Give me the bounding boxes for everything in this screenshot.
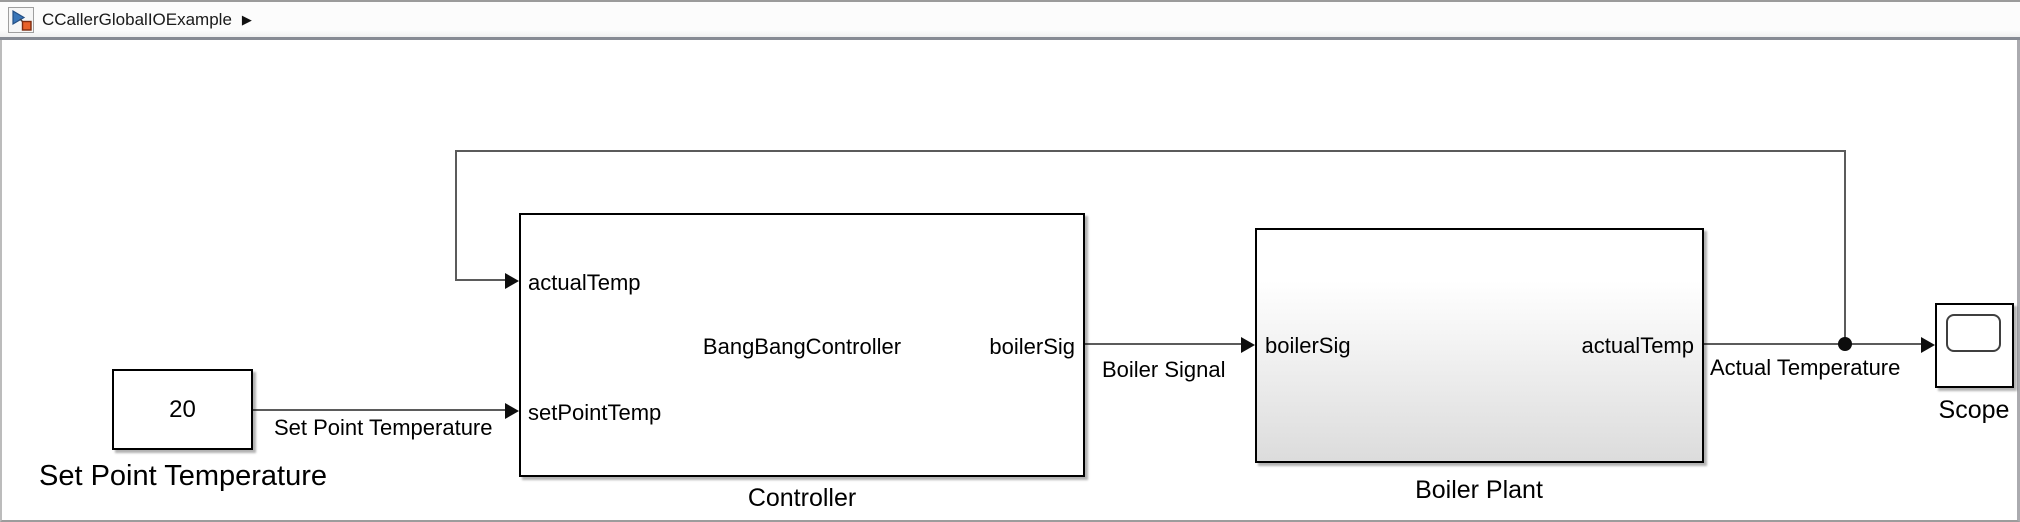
wire-actual-temperature[interactable] [1702,343,1921,345]
signal-label-boiler-signal: Boiler Signal [1102,357,1226,382]
simulink-model-icon [8,6,34,33]
scope-screen-icon [1946,314,2001,352]
controller-block[interactable]: actualTemp setPointTemp BangBangControll… [519,213,1085,477]
arrowhead-setpoint-in [505,403,519,419]
breadcrumb-bar: CCallerGlobalIOExample ▶ [0,0,2020,40]
constant-block[interactable]: 20 [112,369,253,450]
constant-block-name: Set Point Temperature [38,460,328,492]
signal-label-set-point: Set Point Temperature [274,415,493,440]
constant-value: 20 [169,395,196,423]
boiler-port-boilersig: boilerSig [1265,333,1351,358]
boiler-port-actualtemp: actualTemp [1581,333,1694,358]
wire-feedback-top[interactable] [455,150,1846,152]
controller-port-setpointtemp: setPointTemp [528,400,662,425]
controller-port-actualtemp: actualTemp [528,270,641,295]
signal-label-actual-temperature: Actual Temperature [1710,355,1901,380]
controller-port-boilersig: boilerSig [989,334,1075,359]
model-canvas[interactable]: Set Point Temperature Boiler Signal Actu… [0,40,2020,522]
boiler-plant-block-name: Boiler Plant [1415,476,1543,504]
wire-feedback-left[interactable] [455,150,457,281]
arrowhead-actualtemp-in [505,273,519,289]
breadcrumb-chevron-icon[interactable]: ▶ [241,11,252,27]
wire-setpoint[interactable] [253,409,505,411]
wire-feedback-right[interactable] [1844,150,1846,345]
wire-boiler-signal[interactable] [1083,343,1241,345]
arrowhead-boilersig-in [1241,337,1255,353]
controller-block-name: Controller [747,484,857,512]
scope-block[interactable] [1935,303,2014,388]
controller-function-label: BangBangController [702,334,902,359]
arrowhead-scope-in [1921,337,1935,353]
branch-dot[interactable] [1838,337,1852,351]
boiler-plant-block[interactable]: boilerSig actualTemp [1255,228,1704,463]
wire-feedback-into-controller[interactable] [455,279,505,281]
scope-block-name: Scope [1938,396,2010,424]
breadcrumb-model-name[interactable]: CCallerGlobalIOExample [42,9,232,29]
